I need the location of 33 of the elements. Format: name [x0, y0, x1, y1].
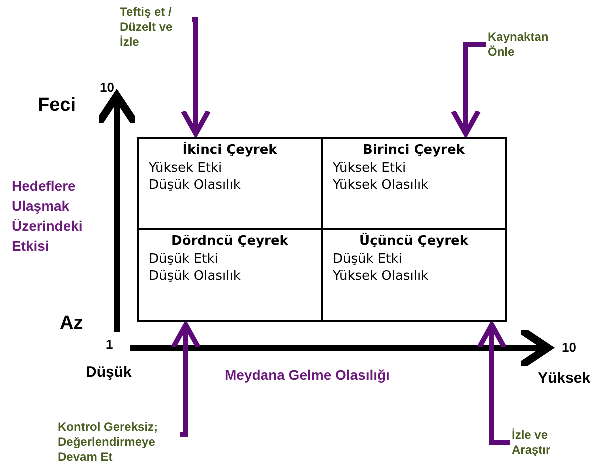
arrow	[181, 18, 211, 136]
quadrant-description: Düşük Olasılık	[149, 269, 242, 284]
quadrant-description: Yüksek Olasılık	[333, 178, 430, 193]
quadrant-description: Yüksek Etki	[333, 161, 408, 176]
action-note: İzle ve Araştır	[512, 428, 572, 458]
axis-title: Meydana Gelme Olasılığı	[225, 367, 390, 383]
axis-title: Hedeflere Ulaşmak Üzerindeki Etkisi	[12, 177, 84, 256]
quadrant-description: Düşük Etki	[333, 252, 404, 267]
quadrant-title: Birinci Çeyrek	[362, 143, 466, 158]
action-note: Kontrol Gereksiz; Değerlendirmeye Devam Et	[58, 420, 178, 465]
quadrant-description: Yüksek Etki	[149, 161, 224, 176]
arrow	[171, 322, 201, 438]
quadrant-box	[137, 137, 323, 230]
action-note: Teftiş et / Düzelt ve İzle	[120, 5, 190, 50]
quadrant-box	[137, 228, 323, 322]
quadrant-title: Üçüncü Çeyrek	[358, 234, 470, 249]
arrow	[451, 42, 486, 136]
axis-end-label: Düşük	[86, 364, 132, 381]
quadrant-box	[321, 137, 507, 230]
axis-tick-label: 10	[562, 340, 576, 355]
quadrant-title: Dördncü Çeyrek	[170, 234, 290, 249]
arrow	[477, 322, 510, 446]
quadrant-box	[321, 228, 507, 322]
axis-tick-label: 10	[100, 80, 114, 95]
quadrant-description: Yüksek Olasılık	[333, 269, 430, 284]
quadrant-description: Düşük Etki	[149, 252, 220, 267]
axis-tick-label: 1	[106, 337, 114, 352]
axis-end-label: Yüksek	[538, 370, 591, 387]
quadrant-title: İkinci Çeyrek	[182, 143, 278, 158]
action-note: Kaynaktan Önle	[488, 30, 568, 60]
quadrant-description: Düşük Olasılık	[149, 178, 242, 193]
axis-end-label: Az	[60, 313, 84, 335]
axis-end-label: Feci	[38, 95, 76, 117]
